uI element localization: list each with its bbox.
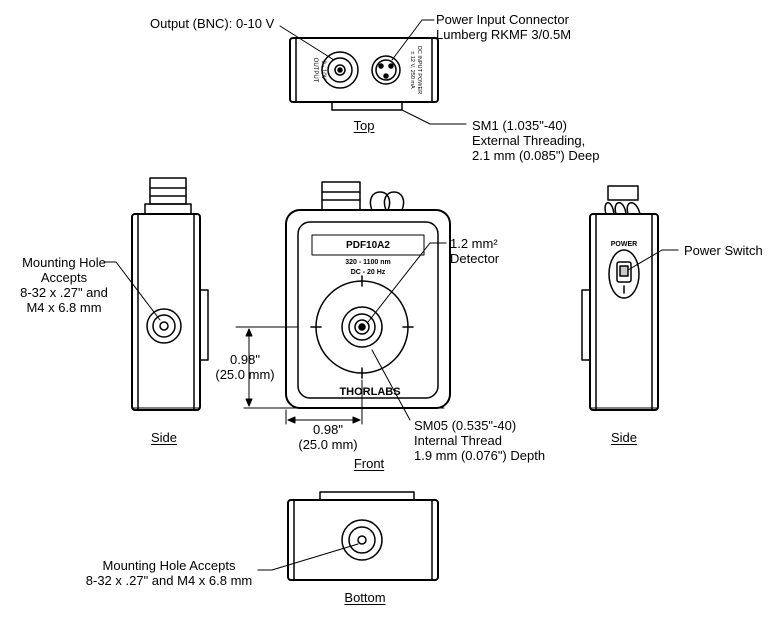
top-output-text: OUTPUT [312,58,318,83]
power-label-text: POWER [611,241,637,248]
view-title-top: Top [353,118,375,133]
mounting-hole-side-callout: Mounting Hole Accepts 8-32 x .27" and M4… [20,255,108,315]
power-switch-callout: Power Switch [684,243,763,258]
bnc-output-connector [321,51,359,89]
top-power-text: DC INPUT POWER [416,46,422,94]
right-side-view: POWER [581,185,659,411]
sm05-callout: SM05 (0.535"-40) Internal Thread 1.9 mm … [414,418,546,463]
view-title-bottom: Bottom [344,590,386,605]
top-power-spec-text: ± 12 V, 250 mA [409,51,415,89]
view-title-side-left: Side [150,430,178,445]
sm1-callout: SM1 (1.035"-40) External Threading, 2.1 … [472,118,600,163]
front-view: PDF10A2 320 - 1100 nm DC - 20 Hz THORLAB… [285,181,451,409]
bottom-view [287,491,439,581]
power-input-callout: Power Input Connector Lumberg RKMF 3/0.5… [436,12,572,42]
dimension-lines [235,326,363,425]
vertical-dimension-label: 0.98" (25.0 mm) [215,352,275,382]
view-title-front: Front [353,456,385,471]
detector-callout: 1.2 mm² Detector [450,236,500,266]
bandwidth-text: DC - 20 Hz [351,269,386,276]
output-callout: Output (BNC): 0-10 V [150,16,275,31]
brand-logo-text: THORLABS [339,386,400,398]
view-title-side-right: Side [610,430,638,445]
model-text: PDF10A2 [346,240,390,251]
horizontal-dimension-label: 0.98" (25.0 mm) [298,422,358,452]
top-output-range-text: 0 - 10V [320,60,326,79]
leader-lines [103,19,679,571]
power-input-connector [371,55,401,85]
mounting-hole-bottom-callout: Mounting Hole Accepts 8-32 x .27" and M4… [85,558,253,588]
wavelength-range-text: 320 - 1100 nm [345,259,391,266]
left-side-view [131,177,209,411]
top-view: OUTPUT 0 - 10V DC INPUT POWER ± 12 V, 25… [289,37,439,111]
